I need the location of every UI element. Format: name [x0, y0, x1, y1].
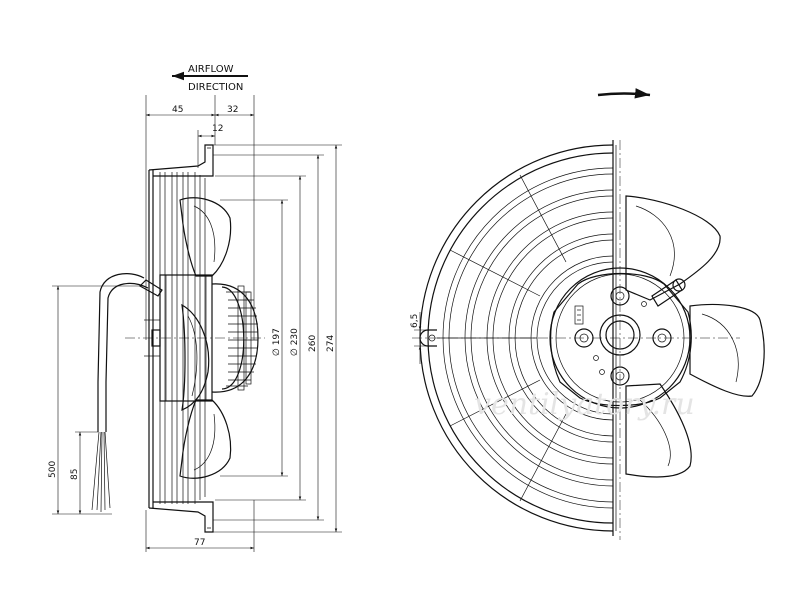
dim-6-5: 6,5: [410, 314, 420, 328]
blades-side: [179, 197, 232, 479]
cable-side: [91, 273, 163, 513]
dimension-slot: 6,5: [410, 312, 432, 364]
dim-274: 274: [326, 335, 336, 352]
direction-label: DIRECTION: [188, 82, 243, 93]
hub-front: [549, 267, 692, 409]
dim-12: 12: [212, 124, 223, 134]
watermark: ventilyatory.ru: [474, 387, 695, 422]
dimensions-side: 45 32 12 77 ∅ 197 ∅ 230 260: [48, 95, 342, 552]
dim-197: ∅ 197: [272, 328, 282, 356]
dim-230: ∅ 230: [290, 328, 300, 356]
dim-77: 77: [194, 538, 205, 548]
guard-frame: [148, 144, 214, 533]
motor-side: [144, 274, 259, 402]
side-view: AIRFLOW DIRECTION: [48, 64, 342, 552]
blades-front: [625, 195, 765, 478]
dim-32: 32: [227, 105, 238, 115]
dim-260: 260: [308, 335, 318, 352]
rotation-arrow: [597, 88, 651, 99]
guard-rings: [419, 140, 617, 536]
dim-45: 45: [172, 105, 183, 115]
dim-85: 85: [70, 469, 80, 480]
dim-500: 500: [48, 461, 58, 478]
airflow-label: AIRFLOW: [188, 64, 234, 75]
front-view: 6,5 ventilyatory.ru: [410, 88, 765, 540]
